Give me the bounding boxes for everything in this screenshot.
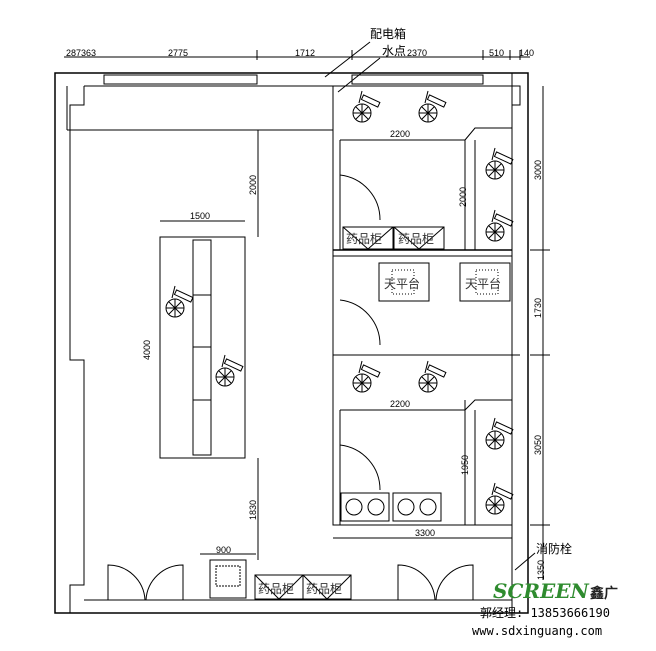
website-text: www.sdxinguang.com	[472, 624, 602, 638]
svg-text:SCREEN: SCREEN	[493, 579, 589, 603]
svg-text:天平台: 天平台	[465, 276, 501, 291]
door-swing	[339, 299, 381, 346]
window	[103, 74, 258, 85]
balance-table: 天平台	[378, 262, 430, 302]
top-dimension-line: 287363 2775 1712 2370 510 140	[64, 48, 534, 60]
svg-text:1350: 1350	[536, 560, 546, 580]
dim: 2000	[458, 187, 468, 207]
water-point-label: 水点	[382, 44, 406, 58]
dim: 2200	[390, 399, 410, 409]
svg-text:鑫广: 鑫广	[589, 585, 618, 602]
distribution-box-label: 配电箱	[370, 26, 406, 41]
dim: 1712	[295, 48, 315, 58]
dim: 2370	[407, 48, 427, 58]
door-swing	[339, 174, 381, 221]
svg-text:1500: 1500	[190, 211, 210, 221]
svg-text:1730: 1730	[533, 298, 543, 318]
right-dimension-line: 3000 1730 3050 1350	[530, 86, 550, 580]
svg-text:药品柜: 药品柜	[398, 232, 434, 246]
dim: 3300	[415, 528, 435, 538]
medicine-cabinet: 药品柜	[302, 574, 352, 600]
svg-text:2000: 2000	[248, 175, 258, 195]
medicine-cabinet: 药品柜	[254, 574, 304, 600]
lab-rooms: 2200 2200 2000 1950	[332, 85, 514, 526]
dim: 510	[489, 48, 504, 58]
sink-cabinet	[340, 492, 442, 522]
dim: 2775	[168, 48, 188, 58]
contact-text: 郭经理: 13853666190	[480, 606, 610, 620]
door-swing	[339, 444, 381, 491]
svg-text:天平台: 天平台	[384, 276, 420, 291]
svg-text:药品柜: 药品柜	[346, 232, 382, 246]
window	[351, 74, 484, 85]
svg-text:287363: 287363	[66, 48, 96, 58]
medicine-cabinet: 药品柜	[342, 226, 394, 250]
fire-hydrant-label: 消防栓	[536, 541, 572, 556]
svg-text:4000: 4000	[142, 340, 152, 360]
dim: 1950	[460, 455, 470, 475]
company-logo: SCREEN 鑫广	[493, 579, 618, 603]
walls	[54, 72, 529, 614]
medicine-cabinet: 药品柜	[393, 226, 445, 250]
svg-text:药品柜: 药品柜	[258, 582, 294, 596]
dim: 287	[66, 48, 81, 58]
dim: 140	[519, 48, 534, 58]
svg-text:900: 900	[216, 545, 231, 555]
svg-text:3050: 3050	[533, 435, 543, 455]
dim: 2200	[390, 129, 410, 139]
central-bench: 1500 4000 2000 1830	[142, 130, 259, 560]
svg-text:1830: 1830	[248, 500, 258, 520]
sink	[209, 559, 247, 599]
svg-text:3000: 3000	[533, 160, 543, 180]
bottom-area: 900 药品柜 药品柜	[84, 545, 512, 601]
svg-text:药品柜: 药品柜	[306, 582, 342, 596]
balance-table: 天平台	[459, 262, 511, 302]
dim: 363	[81, 48, 96, 58]
